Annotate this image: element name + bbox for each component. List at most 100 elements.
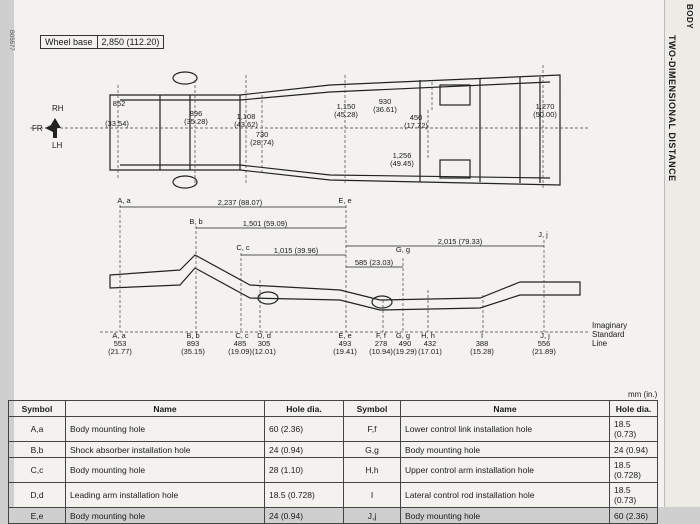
label-ee-top: E, e	[338, 196, 351, 205]
label-aa-top: A, a	[117, 196, 131, 205]
dim-852-in: (33.54)	[105, 119, 129, 128]
height-j: 556	[538, 339, 551, 348]
dim-2237: 2,237 (88.07)	[218, 198, 263, 207]
label-gg-top: G, g	[396, 245, 410, 254]
direction-arrow-icon	[49, 118, 61, 138]
dim-1108: 1,108	[237, 112, 256, 121]
label-bb: B, b	[186, 331, 199, 340]
label-aa: A, a	[112, 331, 126, 340]
dim-1015: 1,015 (39.96)	[274, 246, 319, 255]
side-tab: BODY	[685, 4, 694, 30]
label-ff: F, f	[376, 331, 387, 340]
th-hole-dia-2: Hole dia.	[609, 400, 658, 417]
cell-symbol: B,b	[8, 441, 66, 458]
height-g-in: (19.29)	[393, 347, 417, 356]
cell-name: Lateral control rod installation hole	[400, 482, 610, 508]
dim-450: 450	[410, 113, 423, 122]
cell-name: Body mounting hole	[65, 416, 265, 442]
dim-1256: 1,256	[393, 151, 412, 160]
cell-symbol: H,h	[343, 457, 401, 483]
side-view-frame	[109, 254, 581, 311]
cell-name: Body mounting hole	[400, 441, 610, 458]
label-dd: D, d	[257, 331, 271, 340]
side-view-labels: 2,237 (88.07) 1,501 (59.09) 1,015 (39.96…	[112, 196, 550, 340]
std-line-2: Standard	[592, 330, 624, 339]
height-h: 432	[424, 339, 437, 348]
cell-name: Body mounting hole	[65, 457, 265, 483]
std-line-3: Line	[592, 339, 608, 348]
dim-730-in: (28.74)	[250, 138, 274, 147]
cell-dia: 60 (2.36)	[609, 507, 658, 524]
height-f: 278	[375, 339, 388, 348]
dim-2015: 2,015 (79.33)	[438, 237, 483, 246]
label-ee: E, e	[338, 331, 351, 340]
cell-symbol: G,g	[343, 441, 401, 458]
cell-dia: 24 (0.94)	[609, 441, 658, 458]
direction-indicator: RH FR LH	[32, 104, 64, 150]
label-bb-top: B, b	[189, 217, 202, 226]
dir-rh: RH	[52, 104, 64, 113]
th-name-2: Name	[400, 400, 610, 417]
height-e-in: (19.41)	[333, 347, 357, 356]
cell-symbol: C,c	[8, 457, 66, 483]
table-header-row: Symbol Name Hole dia. Symbol Name Hole d…	[8, 400, 658, 417]
height-j-in: (21.89)	[532, 347, 556, 356]
cell-dia: 28 (1.10)	[264, 457, 344, 483]
dir-fr: FR	[32, 124, 43, 133]
top-view-frame	[109, 71, 561, 189]
dim-896-in: (35.28)	[184, 117, 208, 126]
cell-name: Shock absorber installation hole	[65, 441, 265, 458]
dim-730: 730	[256, 130, 269, 139]
label-ii: I	[481, 331, 483, 340]
th-hole-dia: Hole dia.	[264, 400, 344, 417]
cell-name: Leading arm installation hole	[65, 482, 265, 508]
dir-lh: LH	[52, 141, 62, 150]
dim-1150: 1,150	[337, 102, 356, 111]
height-e: 493	[339, 339, 352, 348]
dim-1270-in: (50.00)	[533, 110, 557, 119]
table-row: B,b Shock absorber installation hole 24 …	[8, 441, 658, 458]
cell-symbol: D,d	[8, 482, 66, 508]
height-c-in: (19.09)	[228, 347, 252, 356]
cell-name: Upper control arm installation hole	[400, 457, 610, 483]
standard-line-label: Imaginary Standard Line	[592, 321, 627, 348]
dim-896: 896	[190, 109, 203, 118]
cell-name: Lower control link installation hole	[400, 416, 610, 442]
dim-930-in: (36.61)	[373, 105, 397, 114]
table-row: D,d Leading arm installation hole 18.5 (…	[8, 482, 658, 508]
table-row: E,e Body mounting hole 24 (0.94) J,j Bod…	[8, 507, 658, 524]
top-view-labels: 852 (33.54) 896 (35.28) 1,108 (43.62) 73…	[105, 97, 557, 168]
front-arrow-icon	[45, 124, 53, 132]
side-title: TWO-DIMENSIONAL DISTANCE	[667, 35, 677, 182]
dim-585: 585 (23.03)	[355, 258, 394, 267]
height-b: 893	[187, 339, 200, 348]
table-row: C,c Body mounting hole 28 (1.10) H,h Upp…	[8, 457, 658, 483]
th-symbol: Symbol	[8, 400, 66, 417]
frame-diagram: 852 (33.54) 896 (35.28) 1,108 (43.62) 73…	[30, 65, 627, 356]
height-a-in: (21.77)	[108, 347, 132, 356]
cell-symbol: F,f	[343, 416, 401, 442]
page-edge-sidebar: TWO-DIMENSIONAL DISTANCE BODY	[664, 0, 700, 507]
dim-1108-in: (43.62)	[234, 120, 258, 129]
dim-1501: 1,501 (59.09)	[243, 219, 288, 228]
cell-dia: 18.5 (0.73)	[609, 416, 658, 442]
side-view-dimension-arrows	[120, 206, 544, 268]
height-f-in: (10.94)	[369, 347, 393, 356]
label-hh: H, h	[421, 331, 435, 340]
cell-dia: 24 (0.94)	[264, 507, 344, 524]
height-b-in: (35.15)	[181, 347, 205, 356]
units-label: mm (in.)	[628, 390, 658, 399]
label-cc-top: C, c	[236, 243, 250, 252]
height-i: 388	[476, 339, 489, 348]
dim-1256-in: (49.45)	[390, 159, 414, 168]
wheel-base-box: Wheel base 2,850 (112.20)	[40, 35, 165, 49]
height-values: 553 (21.77) 893 (35.15) 485 (19.09) 305 …	[108, 339, 556, 356]
side-view-dim-lines	[100, 205, 590, 333]
cell-dia: 18.5 (0.728)	[264, 482, 344, 508]
cell-dia: 24 (0.94)	[264, 441, 344, 458]
dim-450-in: (17.72)	[404, 121, 428, 130]
th-name: Name	[65, 400, 265, 417]
hole-table: Symbol Name Hole dia. Symbol Name Hole d…	[8, 400, 658, 524]
std-line-1: Imaginary	[592, 321, 627, 330]
label-gg: G, g	[396, 331, 410, 340]
